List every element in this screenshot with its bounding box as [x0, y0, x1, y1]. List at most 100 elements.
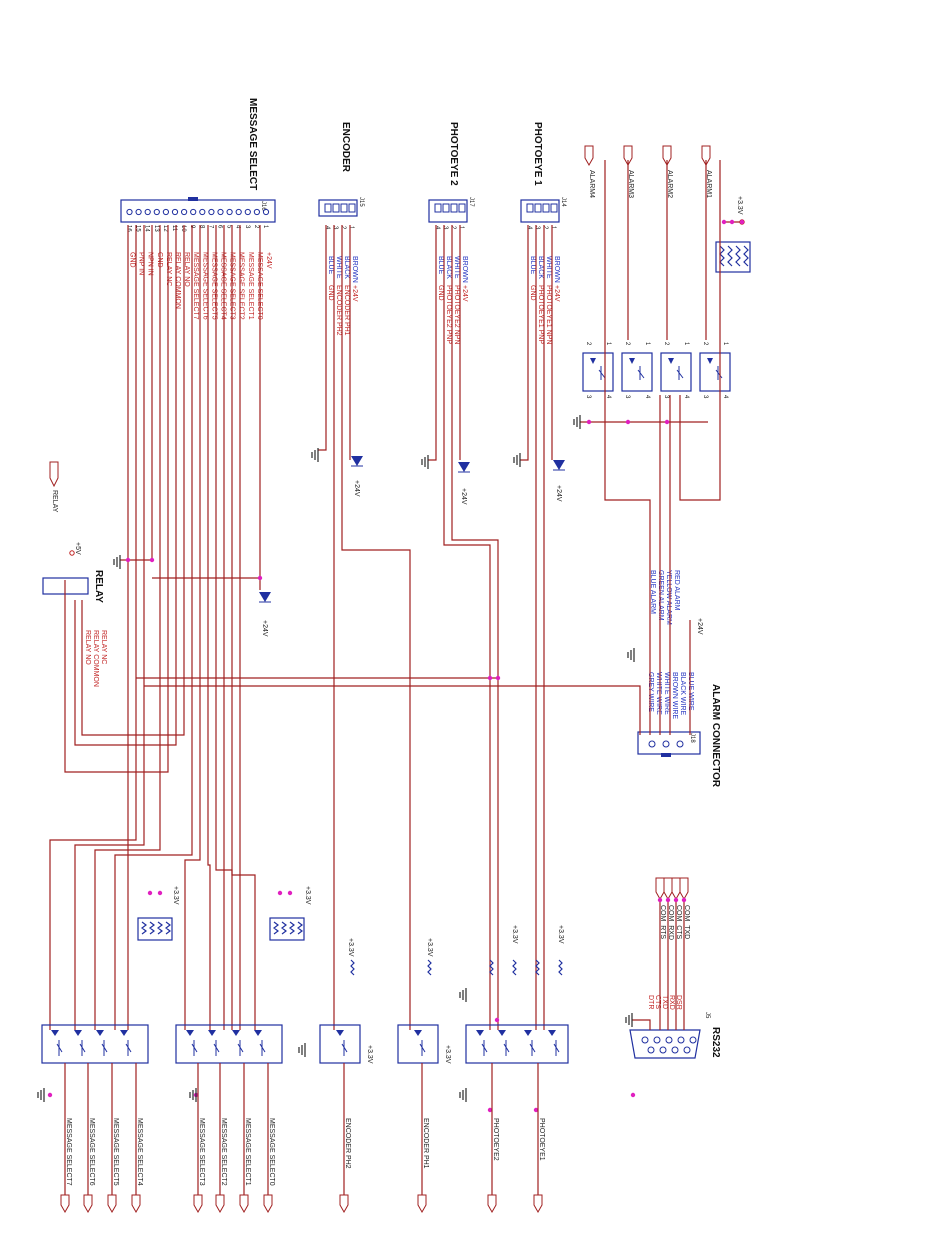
- junction-dot: [257, 575, 263, 581]
- ground-symbol: [298, 1043, 306, 1057]
- signal-label: PHOTOEYE1 NPN: [545, 285, 552, 344]
- pin-box: [442, 203, 450, 213]
- pin-box: [332, 203, 340, 213]
- bottom-net-label: PHOTOEYE2: [492, 1118, 499, 1161]
- pin-box: [434, 203, 442, 213]
- junction-dot: [625, 419, 631, 425]
- svg-text:+3.3V: +3.3V: [426, 938, 433, 957]
- signal-label: PHOTOEYE2 NPN: [453, 285, 460, 344]
- junctions: [47, 219, 745, 1113]
- alarm-connector-wire-label: BROWN WIRE: [671, 672, 678, 719]
- svg-text:J16: J16: [260, 201, 266, 211]
- wire-color-label: BLACK: [445, 256, 452, 279]
- rs232-pin-label: DSR: [675, 995, 682, 1010]
- pin-box: [458, 203, 466, 213]
- pin-number: 4: [683, 395, 689, 399]
- pin-circle: [665, 1036, 673, 1044]
- junction-dot: [673, 897, 679, 903]
- pin-number: 1: [644, 342, 650, 346]
- alarm-connector-title: ALARM CONNECTOR: [710, 684, 721, 788]
- pin-number: 1: [722, 342, 728, 346]
- signal-label: GND: [437, 285, 444, 301]
- svg-text:+3.3V: +3.3V: [366, 1045, 373, 1064]
- pin-number: 4: [526, 226, 532, 230]
- pin-circle: [153, 208, 160, 216]
- bottom-optocouplers: [41, 1024, 569, 1064]
- alarm-connector-wire-label: BLACK WIRE: [679, 672, 686, 716]
- junction-dot: [494, 1017, 500, 1023]
- signal-label: +24V: [461, 285, 468, 302]
- message-select-pin-label: GND: [156, 252, 163, 268]
- wire-color-label: BROWN: [461, 256, 468, 283]
- message-select-pin-label: MESSAGE SELECT6: [201, 252, 208, 320]
- junction-dot: [665, 897, 671, 903]
- wire-color-label: WHITE: [545, 256, 552, 279]
- signal-label: ENCODER PH1: [343, 285, 350, 336]
- output-arrow: [584, 145, 594, 167]
- pin-number: 2: [663, 342, 669, 346]
- ground-symbol: [627, 648, 635, 662]
- rs232-pin-label: RXD: [668, 995, 675, 1010]
- net-arrow: [679, 877, 689, 901]
- pin-number: 3: [585, 395, 591, 399]
- svg-text:+3.3V: +3.3V: [444, 1045, 451, 1064]
- ground-symbol: [37, 1088, 45, 1102]
- wiring: [49, 160, 721, 1030]
- junction-dot: [47, 1092, 53, 1098]
- junction-dot: [277, 890, 283, 896]
- wire-color-label: WHITE: [335, 256, 342, 279]
- pin-number: 6: [217, 225, 223, 229]
- wire-color-label: BLACK: [343, 256, 350, 279]
- pin-number: 12: [162, 225, 168, 232]
- pin-number: 3: [244, 225, 250, 229]
- rs232-net-label: COM_CTS: [675, 905, 682, 940]
- message-select-pin-label: RELAY COMMON: [174, 252, 181, 309]
- junction-dot: [586, 419, 592, 425]
- relay-label: RELAY NO: [84, 630, 91, 665]
- pin-circle: [683, 1046, 691, 1054]
- pin-circle: [135, 208, 142, 216]
- message-select-pin-label: RELAY NO: [183, 252, 190, 287]
- ground-symbol: [573, 415, 581, 429]
- alarm-connector-wire-label: WHITE WIRE: [663, 672, 670, 715]
- alarm-output-label: ALARM3: [627, 170, 634, 198]
- junction-dot: [657, 897, 663, 903]
- junction-dot: [487, 675, 493, 681]
- pin-number: 3: [534, 226, 540, 230]
- bottom-net-label: PHOTOEYE1: [538, 1118, 545, 1161]
- pin-circle: [171, 208, 179, 216]
- rs232-pin-label: TXD: [661, 995, 668, 1009]
- message-select-pin-label: GND: [129, 252, 136, 268]
- pin-number: 3: [442, 226, 448, 230]
- pin-number: 2: [340, 226, 346, 230]
- rs232-net-label: COM_RTS: [659, 905, 666, 939]
- photoeye2-title: PHOTOEYE 2: [448, 122, 459, 186]
- rs232-net-label: COM_RXD: [667, 905, 674, 940]
- rs232-pin-label: DTR: [647, 995, 654, 1009]
- svg-text:+3.3V: +3.3V: [736, 196, 743, 215]
- pin-circle: [653, 1036, 661, 1044]
- pin-circle: [689, 1036, 697, 1044]
- message-select-pin-label: MESSAGE SELECT2: [238, 252, 245, 320]
- junction-dot: [729, 219, 735, 225]
- signal-label: GND: [327, 285, 334, 301]
- diodes: +24V +24V +24V +24V +24V: [259, 456, 703, 637]
- pin-number: 15: [135, 225, 141, 232]
- pin-number: 4: [722, 395, 728, 399]
- pin-circle: [647, 1046, 655, 1054]
- junction-dot: [495, 675, 501, 681]
- optocoupler: [660, 352, 692, 392]
- message-select-pin-label: PNP IN: [138, 252, 145, 275]
- svg-text:+24V: +24V: [460, 488, 467, 505]
- svg-text:J18: J18: [689, 733, 695, 743]
- wire-color-label: BLUE: [327, 256, 334, 275]
- rs232-pin-label: CTS: [654, 995, 661, 1009]
- svg-text:J5: J5: [704, 1012, 710, 1019]
- alarm-wire-label: RED ALARM: [673, 570, 680, 611]
- pin-circle: [162, 208, 169, 216]
- ground-symbol: [421, 455, 429, 469]
